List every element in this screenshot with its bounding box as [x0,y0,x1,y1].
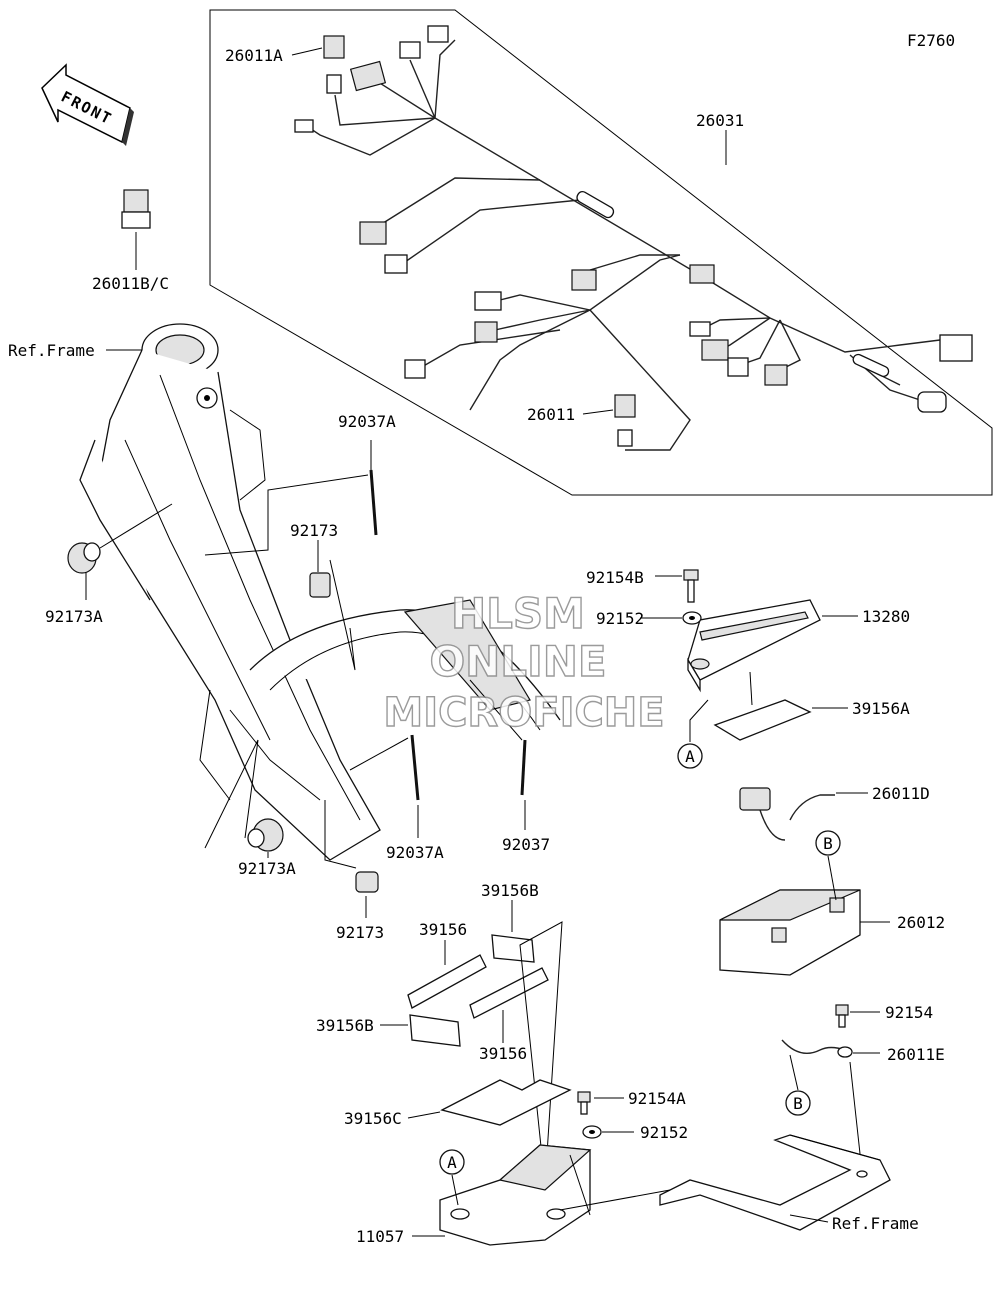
wiring-harness-26031 [304,39,941,451]
label-92173a-left: 92173A [45,607,103,626]
label-92154: 92154 [885,1003,933,1022]
harness-outline [209,9,993,496]
label-26012: 26012 [897,913,945,932]
label-92152-bottom: 92152 [640,1123,688,1142]
figure-code: F2760 [907,31,955,50]
battery-tray-11057 [412,1144,592,1246]
callout-b-bottom-letter: B [793,1094,803,1113]
ground-lead-26011e [781,1039,880,1173]
bolt-92154b [655,569,699,603]
callout-b-top [815,830,841,901]
connector-26011bc [121,189,151,270]
watermark-line2: ONLINE [429,637,606,686]
cable-tie-92037a-top [204,440,378,556]
cable-tie-92037 [469,679,527,830]
label-92173a-bottom: 92173A [238,859,296,878]
label-26011e: 26011E [887,1045,945,1064]
label-92173-top: 92173 [290,521,338,540]
label-ref-frame-bottom: Ref.Frame [832,1214,919,1233]
rear-frame-bottom [559,1134,891,1231]
bolt-92154 [835,1004,880,1028]
battery-case-13280 [687,599,858,693]
battery-lead-26011d [739,787,868,841]
part-labels: 26011A 26011B/C 26031 26011 Ref.Frame 92… [8,46,945,1246]
harness-connectors [294,25,973,447]
label-39156a: 39156A [852,699,910,718]
label-26011bc: 26011B/C [92,274,169,293]
watermark-line1: HLSM [451,589,585,638]
callout-b-bottom [785,1054,811,1116]
grommet-92173a-left [67,503,173,600]
label-92154a: 92154A [628,1089,686,1108]
label-39156c: 39156C [344,1109,402,1128]
label-92037: 92037 [502,835,550,854]
callout-a-top-letter: A [685,747,695,766]
callout-a-bottom [439,1149,465,1206]
callout-b-top-letter: B [823,834,833,853]
label-39156-top: 39156 [419,920,467,939]
bolt-92154a [577,1091,624,1115]
callout-a-bottom-letter: A [447,1153,457,1172]
leader-26011a [291,47,323,56]
washer-92152-bottom [582,1125,634,1139]
label-39156-bottom: 39156 [479,1044,527,1063]
label-92154b: 92154B [586,568,644,587]
sticker-39156a [713,671,848,741]
front-arrow-icon: FRONT [41,63,134,146]
label-26011d: 26011D [872,784,930,803]
label-39156b-top: 39156B [481,881,539,900]
leader-26011 [582,409,614,415]
label-92037a-mid: 92037A [386,843,444,862]
label-13280: 13280 [862,607,910,626]
grommet-92173a-bottom [204,739,284,858]
watermark-line3: MICROFICHE [383,690,664,736]
label-11057: 11057 [356,1227,404,1246]
stickers-group [380,900,572,1186]
cable-tie-92037a-mid [349,734,420,838]
label-92037a-top: 92037A [338,412,396,431]
label-26031: 26031 [696,111,744,130]
label-39156b-left: 39156B [316,1016,374,1035]
callout-a-top [677,699,709,769]
washer-92152-top [640,611,702,625]
label-26011a: 26011A [225,46,283,65]
watermark: HLSM ONLINE MICROFICHE [383,588,666,736]
label-ref-frame-top: Ref.Frame [8,341,95,360]
label-26011: 26011 [527,405,575,424]
frame-body [79,323,561,861]
battery-26012 [719,889,890,976]
clip-92173-top [309,540,356,671]
label-92173-bottom: 92173 [336,923,384,942]
clip-92173-bottom [324,800,379,918]
label-92152-top: 92152 [596,609,644,628]
